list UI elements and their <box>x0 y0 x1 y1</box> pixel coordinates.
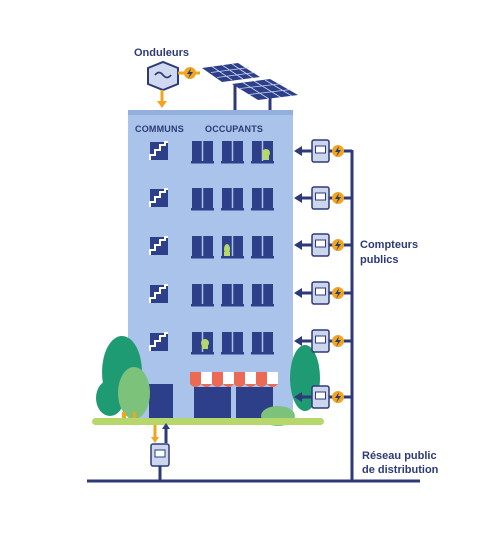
electric-meter-icon <box>311 139 330 163</box>
stairwell-window <box>149 236 168 255</box>
apartment-window <box>221 188 244 211</box>
lightning-icon <box>332 287 344 299</box>
public-meters-label-line2: publics <box>360 254 399 266</box>
arrow-left-icon <box>294 240 302 250</box>
inverter-icon <box>147 60 179 92</box>
building-roof-edge <box>128 110 293 115</box>
arrow-down-icon <box>157 101 167 108</box>
occupant-windows <box>191 141 274 355</box>
public-meter-row <box>294 385 352 409</box>
public-meter-row <box>294 329 352 353</box>
lightning-icon <box>332 335 344 347</box>
electric-meter-icon <box>311 233 330 257</box>
public-grid-label-line2: de distribution <box>362 464 439 476</box>
apartment-window <box>191 188 214 211</box>
apartment-window <box>221 141 244 164</box>
ground-strip <box>92 418 324 425</box>
lightning-icon <box>184 67 196 79</box>
lightning-icon <box>332 192 344 204</box>
arrow-left-icon <box>294 392 302 402</box>
apartment-window <box>191 284 214 307</box>
electric-meter-icon <box>150 443 170 467</box>
apartment-window <box>191 141 214 164</box>
apartment-window <box>221 332 244 355</box>
shop-window <box>194 387 231 420</box>
electric-meter-icon <box>311 186 330 210</box>
awning-icon <box>190 372 278 387</box>
stairwell-window <box>149 188 168 207</box>
public-meters-label-line1: Compteurs <box>360 239 419 251</box>
apartment-window <box>251 284 274 307</box>
lightning-icon <box>332 391 344 403</box>
public-meters-label: Compteurs publics <box>360 238 418 268</box>
public-meter-row <box>294 186 352 210</box>
inverters-label: Onduleurs <box>134 47 190 59</box>
public-meter-row <box>294 233 352 257</box>
solar-panel-icon <box>202 63 298 110</box>
arrow-left-icon <box>294 193 302 203</box>
electric-meter-icon <box>311 281 330 305</box>
entrance-door <box>149 384 173 420</box>
stairwell-window <box>149 284 168 303</box>
plant-icon <box>201 339 209 349</box>
apartment-window <box>221 284 244 307</box>
stairwell-window <box>149 141 168 160</box>
arrow-down-icon <box>151 437 159 443</box>
public-grid-label-line1: Réseau public <box>362 450 437 462</box>
lightning-icon <box>332 145 344 157</box>
apartment-window <box>251 236 274 259</box>
arrow-left-icon <box>294 146 302 156</box>
public-grid-label: Réseau public de distribution <box>362 449 438 477</box>
plant-icon <box>224 244 230 256</box>
public-meter-row <box>294 139 352 163</box>
public-meter-row <box>294 281 352 305</box>
plant-icon <box>262 149 270 160</box>
arrow-left-icon <box>294 288 302 298</box>
stairwell-windows <box>149 141 168 351</box>
apartment-window <box>251 332 274 355</box>
arrow-up-icon <box>162 423 170 429</box>
arrow-left-icon <box>294 336 302 346</box>
electric-meter-icon <box>311 329 330 353</box>
common-areas-label: COMMUNS <box>135 124 184 134</box>
public-meters <box>294 139 352 409</box>
electric-meter-icon <box>311 385 330 409</box>
apartment-window <box>251 188 274 211</box>
apartment-window <box>191 236 214 259</box>
stairwell-window <box>149 332 168 351</box>
lightning-icon <box>332 239 344 251</box>
occupants-label: OCCUPANTS <box>205 124 264 134</box>
